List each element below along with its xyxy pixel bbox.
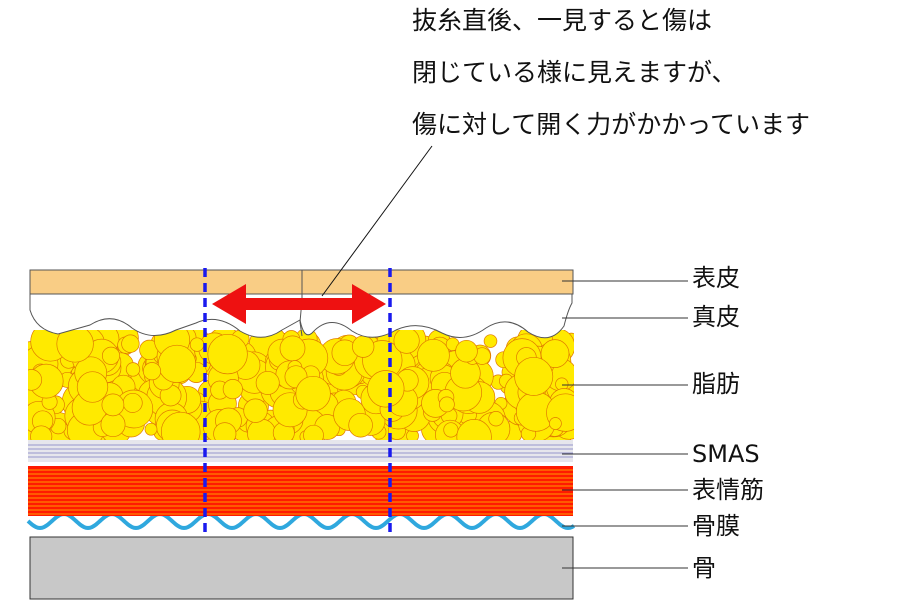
label-bone: 骨 (692, 554, 716, 582)
double-headed-arrow-icon (212, 284, 386, 324)
label-periosteum: 骨膜 (692, 512, 740, 540)
wound-line (299, 270, 303, 337)
label-fat: 脂肪 (692, 370, 740, 398)
label-muscle: 表情筋 (692, 476, 764, 504)
periosteum-layer (26, 511, 576, 531)
caption-line-2: 閉じている様に見えますが、 (412, 58, 737, 87)
label-dermis: 真皮 (692, 303, 740, 331)
smas-layer (28, 440, 573, 462)
caption-line-3: 傷に対して開く力がかかっています (412, 110, 811, 139)
fat-layer (28, 330, 574, 440)
label-smas: SMAS (692, 440, 760, 468)
label-epidermis: 表皮 (692, 264, 740, 292)
muscle-layer (28, 466, 573, 516)
bone-layer (29, 536, 574, 600)
caption-pointer-line (321, 145, 433, 297)
caption-line-1: 抜糸直後、一見すると傷は (412, 6, 713, 35)
